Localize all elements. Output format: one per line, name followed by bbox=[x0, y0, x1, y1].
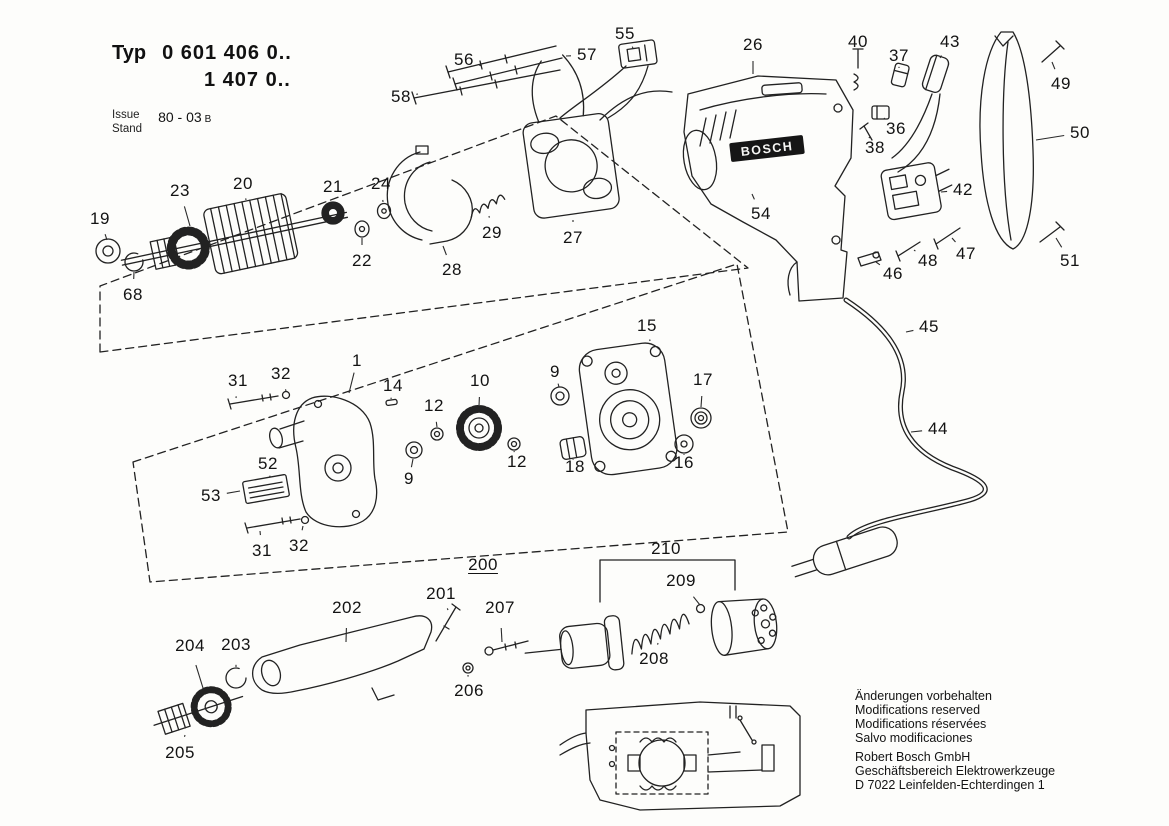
nameplate-52 bbox=[242, 474, 290, 504]
footer-line: Robert Bosch GmbH bbox=[855, 750, 971, 764]
issue-suffix: B bbox=[204, 114, 212, 125]
stand-label: Stand bbox=[112, 123, 143, 136]
gear-housing-15 bbox=[578, 342, 678, 476]
screw-207 bbox=[484, 640, 529, 656]
screw-48 bbox=[895, 241, 921, 262]
screw-49 bbox=[1041, 40, 1065, 63]
model-number-1: 0 601 406 0.. bbox=[162, 42, 292, 64]
washer-24 bbox=[376, 202, 392, 220]
footer-line: Änderungen vorbehalten bbox=[855, 689, 992, 703]
stator-27 bbox=[522, 54, 620, 219]
handle-shell-50 bbox=[979, 31, 1034, 250]
screw-31-top bbox=[227, 393, 279, 410]
washer-206 bbox=[462, 662, 474, 674]
terminal-36 bbox=[871, 105, 890, 120]
screw-38 bbox=[859, 122, 873, 141]
spring-208 bbox=[631, 613, 690, 655]
bearing-19 bbox=[95, 238, 121, 264]
model-number-2: 1 407 0.. bbox=[204, 69, 291, 91]
footer-line: Modifications reserved bbox=[855, 703, 981, 717]
screw-51 bbox=[1039, 221, 1065, 243]
screw-31-bottom bbox=[244, 516, 301, 534]
stator-lead-wire bbox=[599, 90, 673, 121]
dashed-box-gearbox-group bbox=[132, 263, 789, 583]
footer-line: Salvo modificaciones bbox=[855, 731, 973, 745]
screws-56-57-58 bbox=[411, 45, 563, 105]
footer-line: Geschäftsbereich Elektrowerkzeuge bbox=[855, 764, 1056, 778]
brush-holder-37 bbox=[890, 62, 910, 88]
gear-train bbox=[405, 386, 712, 460]
cord-clamp-46 bbox=[857, 251, 882, 267]
clutch-housing-202 bbox=[251, 615, 433, 701]
switch-42 bbox=[880, 162, 953, 221]
screw-47 bbox=[933, 227, 961, 250]
wiring-diagram bbox=[559, 701, 801, 811]
motor-housing-26 bbox=[682, 75, 854, 302]
washer-32-bottom bbox=[300, 515, 310, 525]
header: Typ 0 601 406 0.. 1 407 0.. bbox=[112, 42, 292, 92]
footer-line: Modifications réservées bbox=[855, 717, 987, 731]
ring-203 bbox=[225, 667, 247, 689]
typ-label: Typ bbox=[112, 42, 147, 64]
washer-22 bbox=[354, 220, 370, 238]
spring-29 bbox=[470, 194, 506, 219]
spindle-assembly bbox=[524, 598, 778, 671]
bracket-210 bbox=[599, 559, 736, 603]
gear-cover-1 bbox=[269, 395, 378, 528]
guard-28 bbox=[386, 145, 473, 245]
ring-68 bbox=[124, 252, 144, 272]
gear-shaft-204-205 bbox=[153, 686, 244, 735]
issue-label: Issue bbox=[112, 109, 140, 121]
screw-40 bbox=[852, 48, 864, 91]
issue-date: 80 - 03 bbox=[158, 109, 202, 125]
footer-line: D 7022 Leinfelden-Echterdingen 1 bbox=[855, 778, 1045, 792]
power-cord bbox=[843, 297, 988, 540]
dashed-box-armature-group bbox=[99, 115, 749, 353]
screw-201 bbox=[435, 603, 461, 642]
armature-assembly bbox=[95, 192, 392, 275]
washer-32-top bbox=[281, 390, 291, 400]
issue-stand-label: Issue Stand bbox=[112, 108, 142, 137]
ball-209 bbox=[695, 603, 706, 614]
key-14 bbox=[385, 398, 398, 407]
plug bbox=[791, 526, 898, 578]
brush-plate-55 bbox=[618, 39, 658, 69]
